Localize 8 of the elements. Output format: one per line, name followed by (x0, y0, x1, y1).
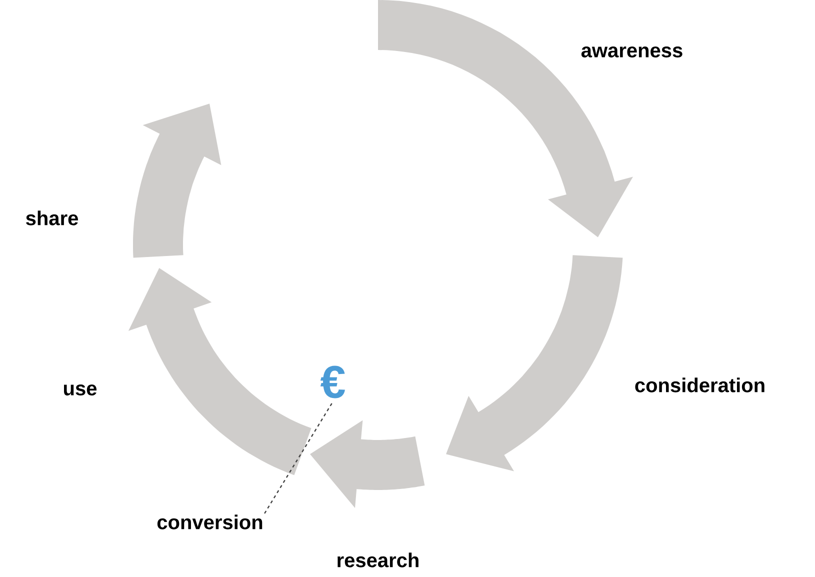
stage-label: conversion (157, 514, 262, 530)
stage-label: use (64, 384, 97, 396)
leader-line (264, 401, 334, 514)
stage-label: share (26, 210, 78, 226)
stage-label: awareness (581, 46, 682, 58)
stage-label: research (338, 552, 418, 568)
euro-sign: € (320, 366, 345, 398)
stage-label: consideration (635, 378, 764, 392)
